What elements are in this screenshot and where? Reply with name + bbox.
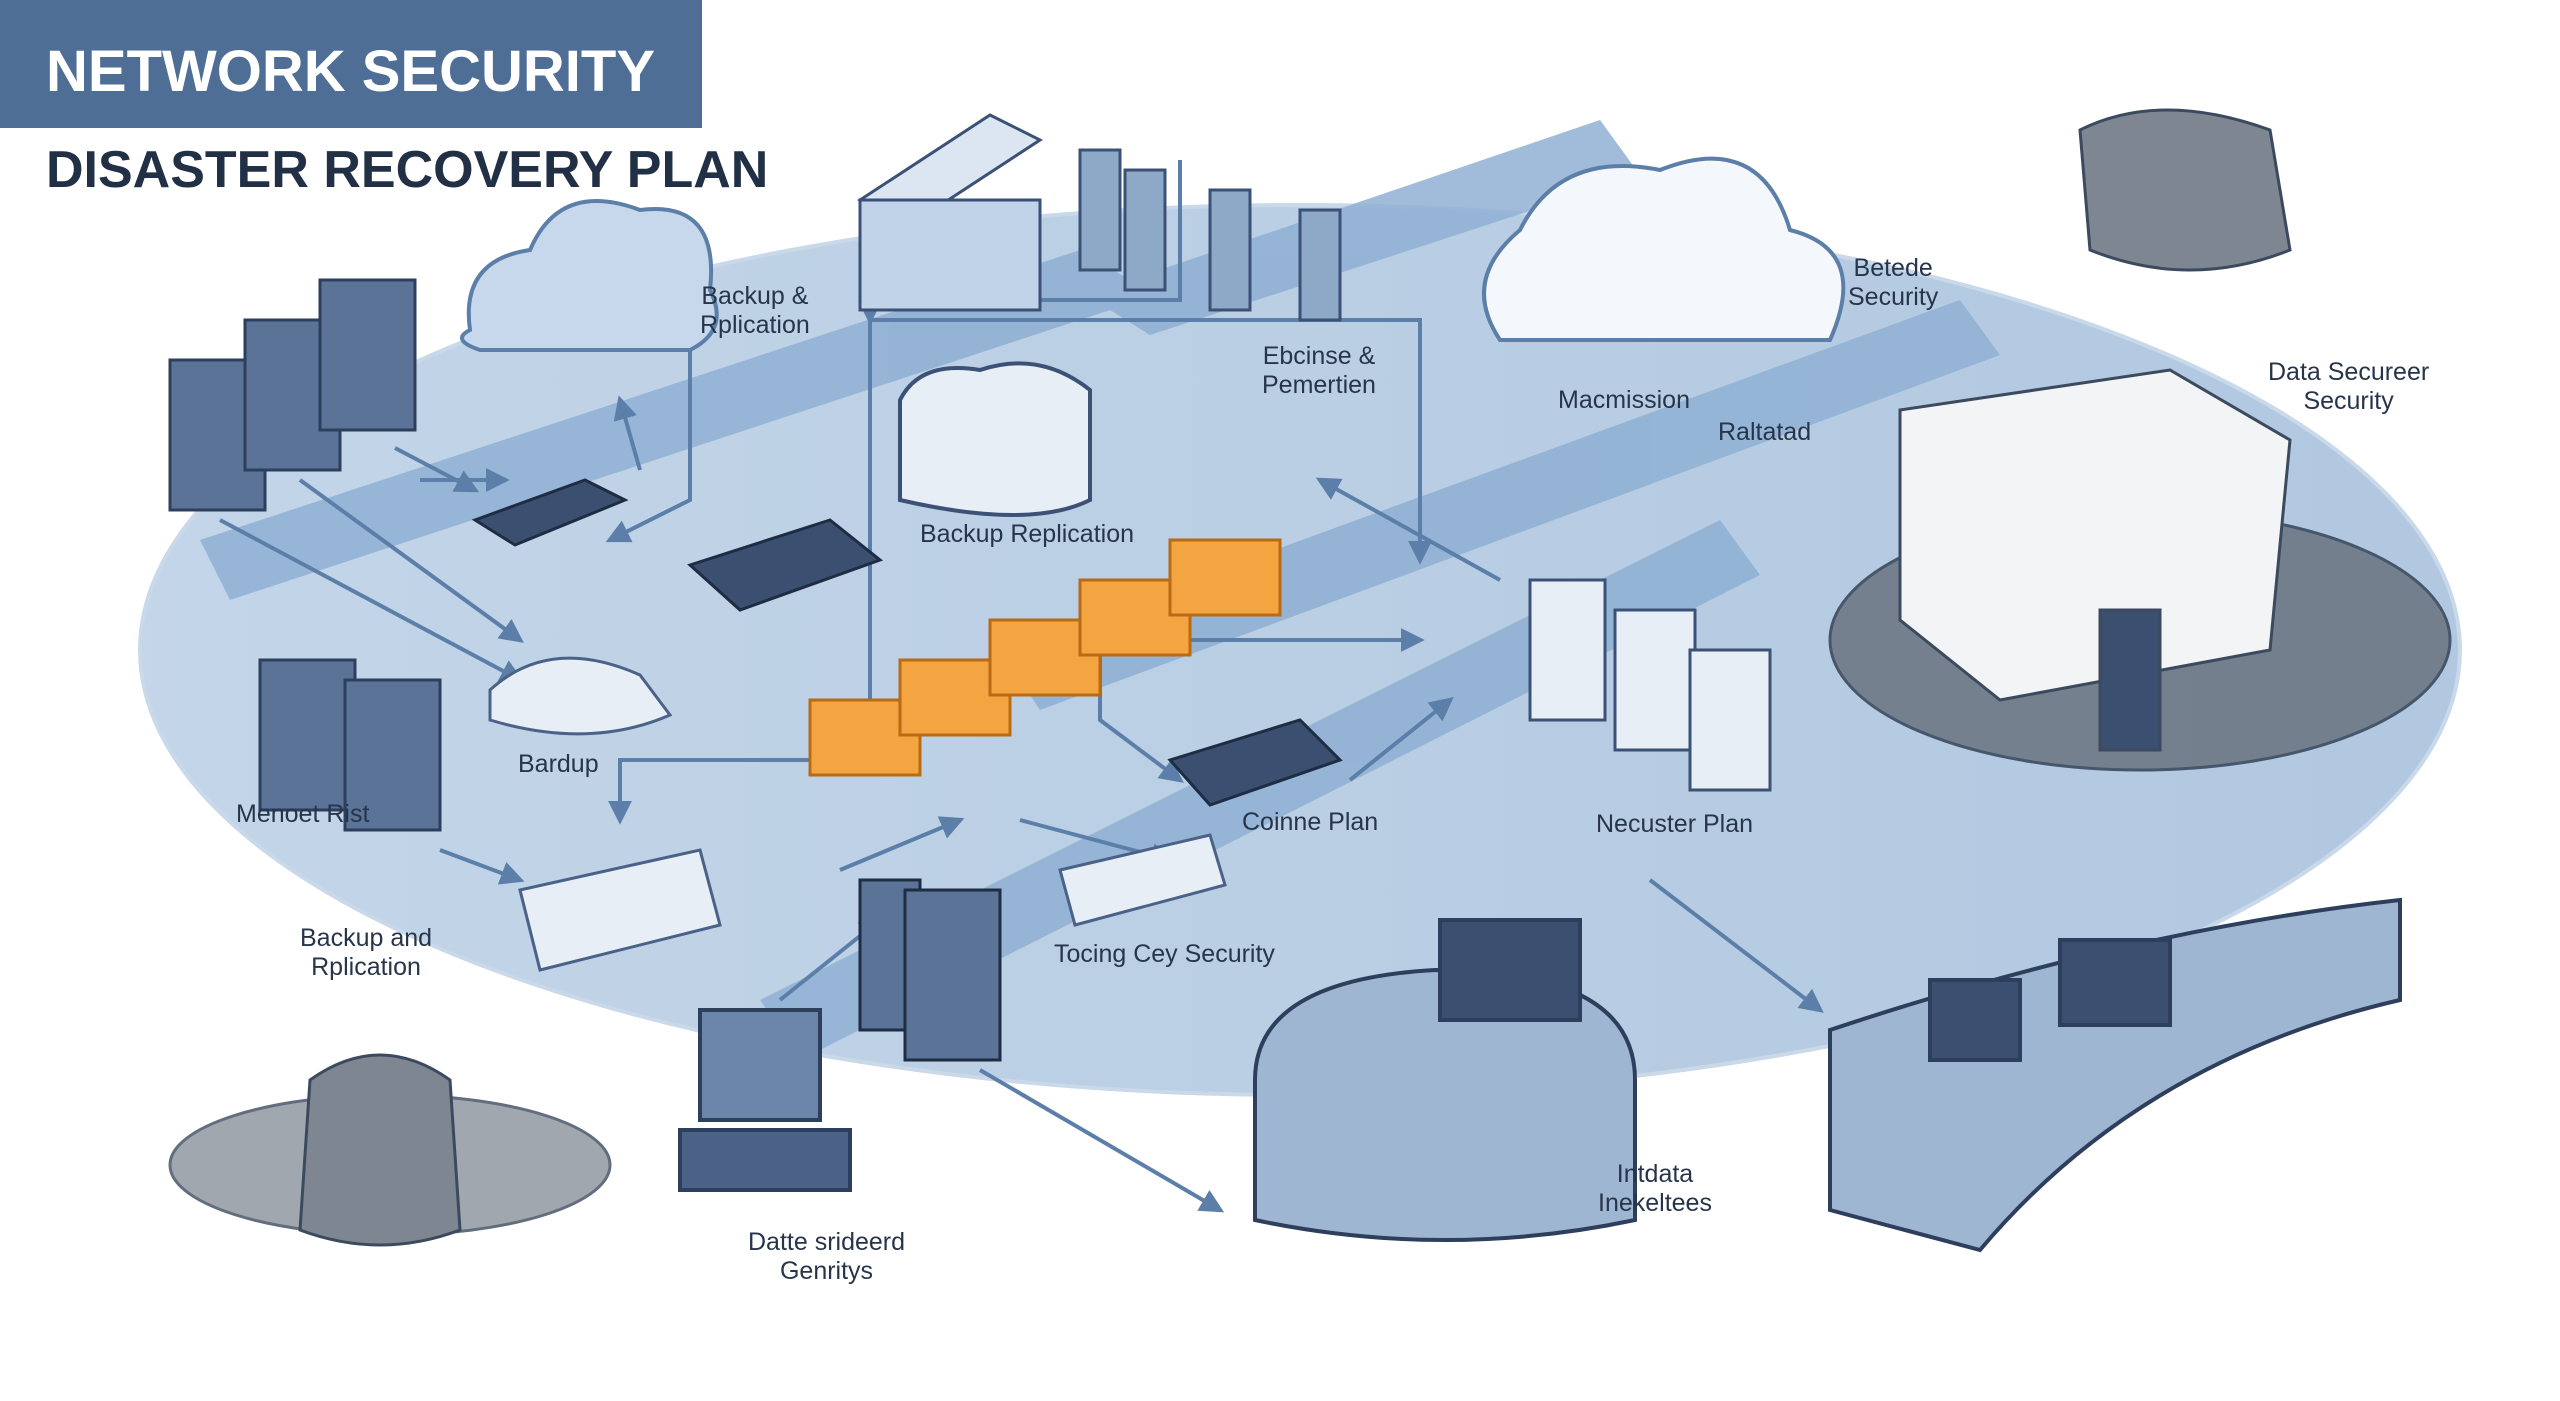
label-menoet-rist: Menoet Rist (236, 800, 370, 828)
label-coinne-plan: Coinne Plan (1242, 808, 1379, 836)
monitor-cart (678, 1008, 852, 1192)
disaster-site (1828, 108, 2452, 772)
storage-shelf (856, 113, 1044, 312)
page-title: NETWORK SECURITY (46, 39, 655, 104)
label-bardup: Bardup (518, 750, 599, 778)
label-line: Rplication (311, 953, 421, 981)
rubble-stump (168, 1053, 612, 1247)
label-line: Backup and (300, 924, 433, 952)
page-subtitle: DISASTER RECOVERY PLAN (46, 141, 769, 199)
label-backup-replication-center: Backup Replication (920, 520, 1135, 548)
vault-rock (898, 361, 1092, 517)
label-line: Pemertien (1262, 371, 1376, 399)
label-datte-srideerd: Datte srideerd Genritys (748, 1228, 905, 1286)
label-backup-and-replication: Backup and Rplication (300, 924, 432, 982)
label-line: Inekeltees (1598, 1189, 1712, 1217)
label-tocing-security: Tocing Cey Security (1054, 940, 1275, 968)
control-desk-right (1828, 897, 2402, 1253)
network-appliances (471, 478, 1343, 807)
label-line: Security (1848, 283, 1939, 311)
label-macmission: Macmission (1558, 386, 1690, 414)
label-betede-security: Betede Security (1848, 254, 1938, 312)
left-server-cluster (168, 278, 442, 832)
label-line: Rplication (700, 311, 810, 339)
title-banner: NETWORK SECURITY (0, 0, 702, 128)
top-server-stack (1078, 148, 1342, 322)
cloud-shape-left (460, 199, 719, 352)
right-server-racks (1528, 578, 1772, 792)
label-intdata: Intdata Inekeltees (1598, 1160, 1712, 1218)
label-ebcinse: Ebcinse & Pemertien (1262, 342, 1376, 400)
firewall-row (808, 538, 1282, 777)
label-line: Datte srideerd (748, 1228, 906, 1256)
label-line: Security (2303, 387, 2394, 415)
label-line: Intdata (1616, 1160, 1694, 1188)
label-line: Betede (1853, 254, 1933, 282)
label-line: Genritys (779, 1257, 874, 1285)
label-line: Backup & (701, 282, 809, 310)
cloud-shape-right (1482, 156, 1846, 342)
light-appliances (488, 656, 1227, 972)
label-line: Data Secureer (2268, 358, 2430, 386)
label-necuster-plan: Necuster Plan (1596, 810, 1754, 838)
control-desk-center (1253, 918, 1637, 1242)
label-backup-replication-top: Backup & Rplication (700, 282, 810, 340)
label-data-secureer: Data Secureer Security (2268, 358, 2429, 416)
label-line: Ebcinse & (1262, 342, 1376, 370)
center-server-towers (858, 878, 1002, 1062)
label-raltatad: Raltatad (1718, 418, 1812, 446)
